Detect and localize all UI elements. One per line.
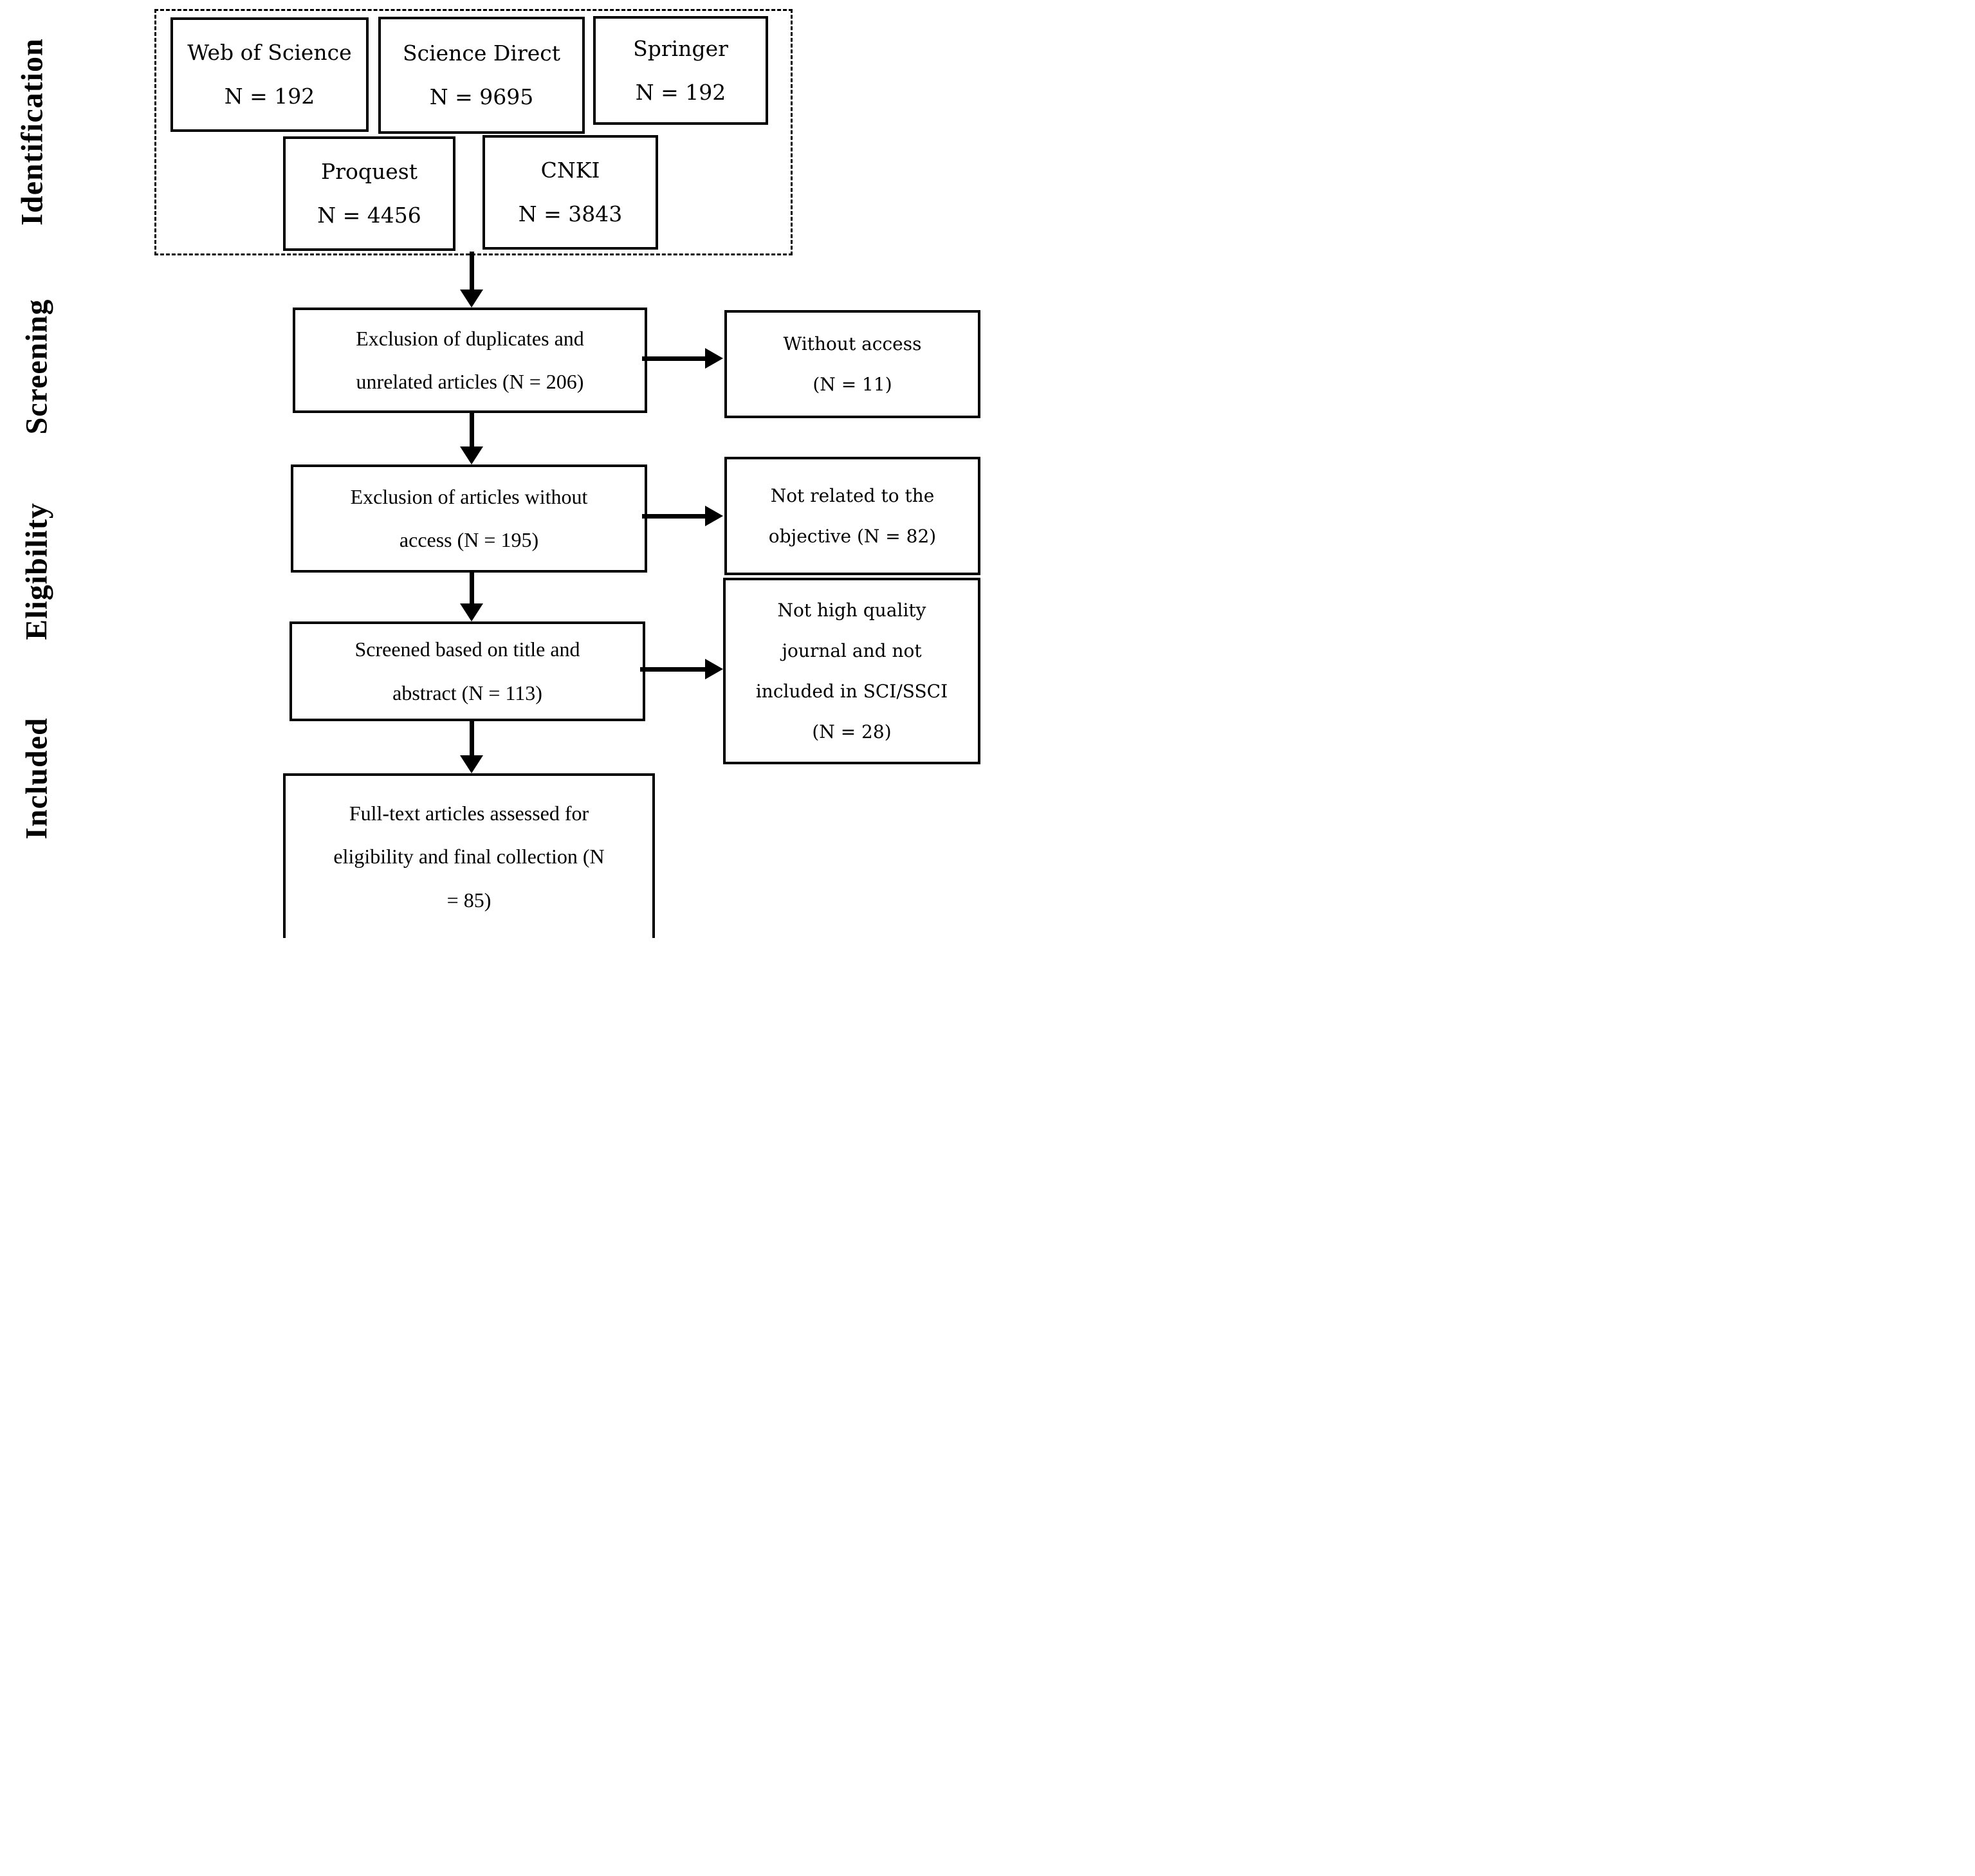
- stage-label-included: Included: [19, 717, 54, 840]
- exclusion-box-line: Not related to the: [770, 485, 935, 506]
- arrow-head: [705, 506, 723, 526]
- database-count: N = 192: [224, 84, 315, 109]
- exclusion-box-line: objective (N = 82): [768, 526, 937, 547]
- exclusion-box-line: Without access: [783, 333, 922, 354]
- database-count: N = 9695: [429, 84, 534, 109]
- flow-box-line: abstract (N = 113): [392, 681, 542, 704]
- flow-box-line: Full-text articles assessed for: [349, 802, 589, 825]
- flow-box-duplicates-exclusion: Exclusion of duplicates and unrelated ar…: [293, 308, 647, 413]
- right-arrow-icon: [640, 659, 723, 679]
- right-arrow-icon: [642, 348, 723, 369]
- arrow-stem: [469, 567, 474, 603]
- flow-box-access-exclusion: Exclusion of articles without access (N …: [291, 464, 647, 573]
- flow-box-line: unrelated articles (N = 206): [356, 370, 584, 393]
- right-arrow-icon: [642, 506, 723, 526]
- exclusion-box-without-access: Without access (N = 11): [724, 310, 980, 418]
- database-count: N = 3843: [518, 201, 623, 226]
- prisma-flow-diagram: Identification Screening Eligibility Inc…: [0, 0, 987, 938]
- arrow-head: [705, 659, 723, 679]
- flow-box-line: = 85): [446, 888, 491, 912]
- database-box-cnki: CNKI N = 3843: [482, 135, 658, 250]
- flow-box-full-text-included: Full-text articles assessed for eligibil…: [283, 773, 655, 938]
- arrow-head: [460, 290, 483, 308]
- flow-box-line: eligibility and final collection (N: [333, 845, 605, 869]
- exclusion-box-line: Not high quality: [777, 600, 926, 621]
- stage-label-screening: Screening: [19, 299, 54, 435]
- exclusion-box-not-related: Not related to the objective (N = 82): [724, 457, 980, 575]
- flow-box-line: Exclusion of articles without: [350, 484, 588, 508]
- down-arrow-icon: [460, 567, 483, 621]
- database-box-science-direct: Science Direct N = 9695: [378, 17, 585, 134]
- database-name: CNKI: [540, 158, 600, 183]
- exclusion-box-not-high-quality: Not high quality journal and not include…: [723, 578, 980, 764]
- exclusion-box-line: (N = 11): [813, 374, 892, 395]
- down-arrow-icon: [460, 408, 483, 464]
- database-count: N = 192: [635, 79, 726, 105]
- arrow-head: [460, 755, 483, 773]
- database-count: N = 4456: [317, 203, 421, 228]
- stage-label-eligibility: Eligibility: [19, 502, 54, 640]
- arrow-stem: [469, 716, 474, 755]
- database-name: Web of Science: [187, 40, 352, 66]
- arrow-stem: [642, 513, 705, 519]
- flow-box-line: Exclusion of duplicates and: [356, 326, 584, 350]
- arrow-stem: [640, 667, 705, 672]
- stage-label-identification: Identification: [15, 38, 50, 226]
- down-arrow-icon: [460, 252, 483, 308]
- database-box-springer: Springer N = 192: [593, 16, 768, 125]
- arrow-stem: [469, 408, 474, 446]
- database-name: Proquest: [321, 159, 418, 185]
- arrow-head: [460, 446, 483, 464]
- arrow-head: [705, 348, 723, 369]
- exclusion-box-line: journal and not: [782, 640, 922, 661]
- database-box-proquest: Proquest N = 4456: [283, 136, 455, 251]
- down-arrow-icon: [460, 716, 483, 773]
- flow-box-title-abstract-screening: Screened based on title and abstract (N …: [289, 621, 645, 721]
- arrow-head: [460, 603, 483, 621]
- database-name: Science Direct: [403, 41, 560, 66]
- exclusion-box-line: included in SCI/SSCI: [755, 681, 948, 702]
- flow-box-line: access (N = 195): [399, 528, 539, 551]
- arrow-stem: [469, 252, 474, 290]
- flow-box-line: Screened based on title and: [354, 638, 580, 661]
- arrow-stem: [642, 356, 705, 361]
- database-box-web-of-science: Web of Science N = 192: [170, 17, 369, 132]
- exclusion-box-line: (N = 28): [812, 721, 892, 742]
- database-name: Springer: [633, 35, 728, 61]
